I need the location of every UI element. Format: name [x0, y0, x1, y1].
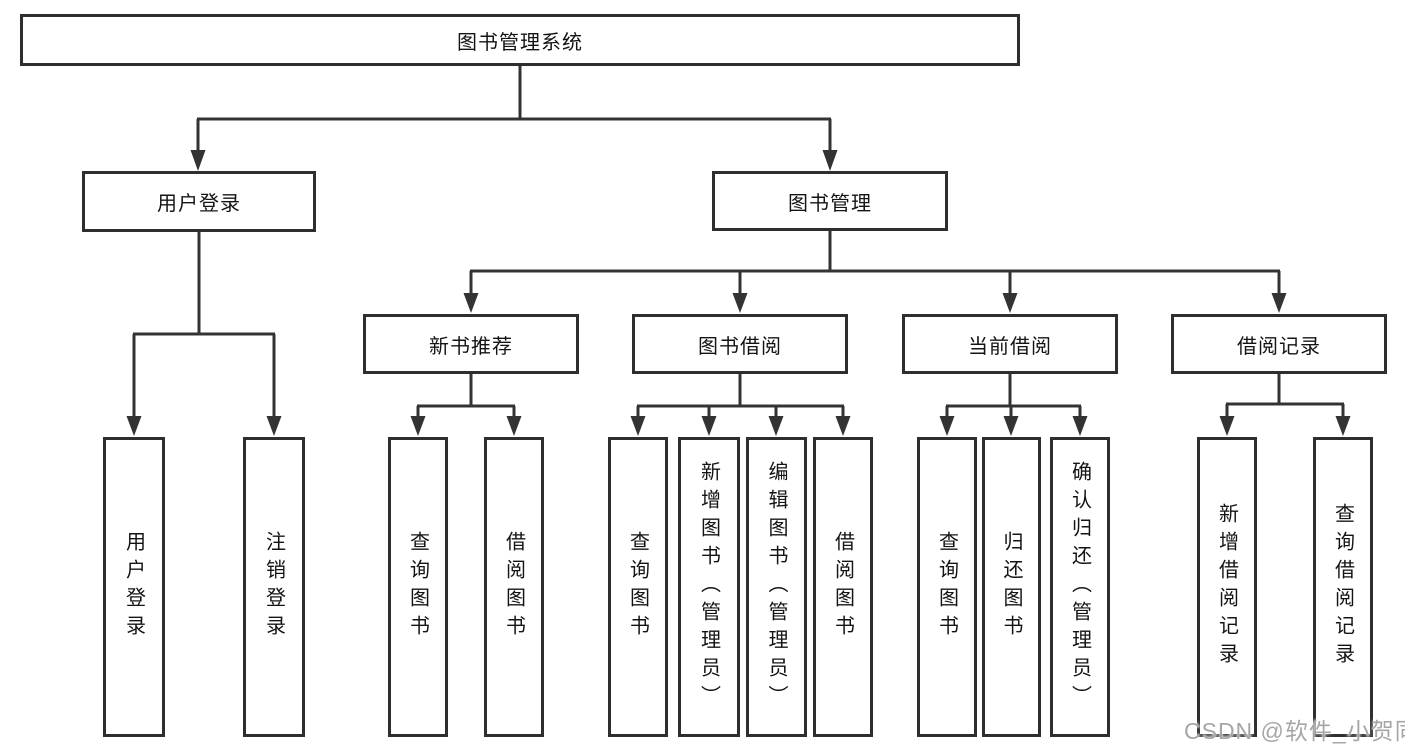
node-current-borrow: 当前借阅 [902, 314, 1118, 374]
leaf-logout: 注销登录 [243, 437, 305, 737]
leaf-query-books-recommend: 查询图书 [388, 437, 448, 737]
node-user-login: 用户登录 [82, 171, 316, 232]
leaf-query-borrow-record: 查询借阅记录 [1313, 437, 1373, 737]
leaf-borrow-books-recommend: 借阅图书 [484, 437, 544, 737]
node-library-system: 图书管理系统 [20, 14, 1020, 66]
node-new-book-recommend: 新书推荐 [363, 314, 579, 374]
leaf-user-login: 用户登录 [103, 437, 165, 737]
node-borrow-records: 借阅记录 [1171, 314, 1387, 374]
leaf-edit-books-admin: 编辑图书（管理员） [746, 437, 807, 737]
node-book-management: 图书管理 [712, 171, 948, 231]
leaf-borrow-books: 借阅图书 [813, 437, 873, 737]
csdn-watermark: CSDN @软件_小贺同学 [1184, 718, 1405, 744]
leaf-query-books-borrow: 查询图书 [608, 437, 668, 737]
node-book-borrow: 图书借阅 [632, 314, 848, 374]
leaf-confirm-return-admin: 确认归还（管理员） [1050, 437, 1110, 737]
leaf-add-books-admin: 新增图书（管理员） [678, 437, 740, 737]
leaf-return-books: 归还图书 [982, 437, 1041, 737]
leaf-add-borrow-record: 新增借阅记录 [1197, 437, 1257, 737]
leaf-query-books-current: 查询图书 [917, 437, 977, 737]
